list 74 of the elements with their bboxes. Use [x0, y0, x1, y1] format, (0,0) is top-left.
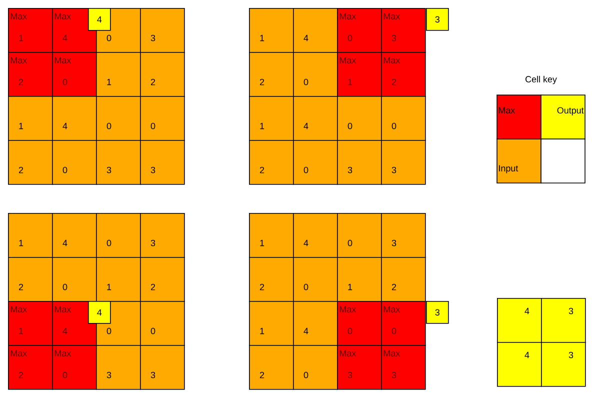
input-cell: 0: [293, 140, 338, 185]
input-cell: 3: [381, 213, 426, 258]
input-cell: 4: [293, 8, 338, 53]
input-cell: 2: [140, 52, 185, 97]
input-cell: 0: [293, 257, 338, 302]
input-cell: 2: [8, 257, 53, 302]
input-cell: 3: [140, 140, 185, 185]
output-box: 4: [88, 8, 111, 31]
legend-cell: Input: [496, 138, 542, 184]
input-cell: 2: [140, 257, 185, 302]
max-cell: Max 0: [52, 345, 97, 390]
input-cell: 0: [52, 140, 97, 185]
input-cell: 0: [140, 96, 185, 141]
max-cell: Max 0: [381, 301, 426, 346]
input-cell: 3: [140, 8, 185, 53]
input-cell: 4: [293, 301, 338, 346]
input-cell: 1: [96, 52, 141, 97]
input-cell: 1: [249, 301, 294, 346]
input-cell: 3: [96, 345, 141, 390]
input-cell: 0: [140, 301, 185, 346]
max-cell: Max 1: [8, 8, 53, 53]
input-cell: 3: [381, 140, 426, 185]
legend-title: Cell key: [526, 76, 557, 84]
input-cell: 2: [249, 257, 294, 302]
max-cell: Max 0: [52, 52, 97, 97]
input-cell: 3: [140, 345, 185, 390]
input-cell: 0: [337, 213, 382, 258]
input-cell: 1: [249, 8, 294, 53]
input-cell: 1: [96, 257, 141, 302]
output-box: 4: [88, 301, 111, 324]
output-cell: 3: [541, 342, 586, 387]
max-cell: Max 0: [337, 301, 382, 346]
input-cell: 2: [249, 52, 294, 97]
input-cell: 1: [337, 257, 382, 302]
input-cell: 1: [8, 96, 53, 141]
input-cell: 4: [52, 213, 97, 258]
input-cell: 3: [140, 213, 185, 258]
max-cell: Max 3: [381, 345, 426, 390]
max-cell: Max 1: [8, 301, 53, 346]
input-cell: 0: [293, 345, 338, 390]
max-cell: Max 4: [52, 301, 97, 346]
input-cell: 1: [8, 213, 53, 258]
input-cell: 2: [249, 345, 294, 390]
output-box: 3: [426, 301, 449, 324]
input-cell: 0: [381, 96, 426, 141]
max-cell: Max 2: [8, 345, 53, 390]
legend-cell: Max: [496, 94, 542, 140]
input-cell: 2: [8, 140, 53, 185]
input-cell: 3: [337, 140, 382, 185]
input-cell: 0: [52, 257, 97, 302]
input-cell: 1: [249, 213, 294, 258]
max-cell: Max 2: [381, 52, 426, 97]
output-cell: 4: [497, 342, 542, 387]
input-cell: 4: [293, 96, 338, 141]
input-cell: 2: [249, 140, 294, 185]
output-cell: 4: [497, 298, 542, 343]
input-cell: 0: [337, 96, 382, 141]
input-cell: 0: [96, 213, 141, 258]
input-cell: 3: [96, 140, 141, 185]
input-cell: 0: [96, 96, 141, 141]
max-cell: Max 2: [8, 52, 53, 97]
input-cell: 4: [52, 96, 97, 141]
max-cell: Max 3: [337, 345, 382, 390]
input-cell: 4: [293, 213, 338, 258]
output-box: 3: [426, 8, 449, 31]
max-cell: Max 1: [337, 52, 382, 97]
legend-cell: Output: [540, 94, 586, 140]
input-cell: 1: [249, 96, 294, 141]
input-cell: 2: [381, 257, 426, 302]
max-cell: Max 3: [381, 8, 426, 53]
max-cell: Max 4: [52, 8, 97, 53]
input-cell: 0: [293, 52, 338, 97]
output-cell: 3: [541, 298, 586, 343]
max-cell: Max 0: [337, 8, 382, 53]
